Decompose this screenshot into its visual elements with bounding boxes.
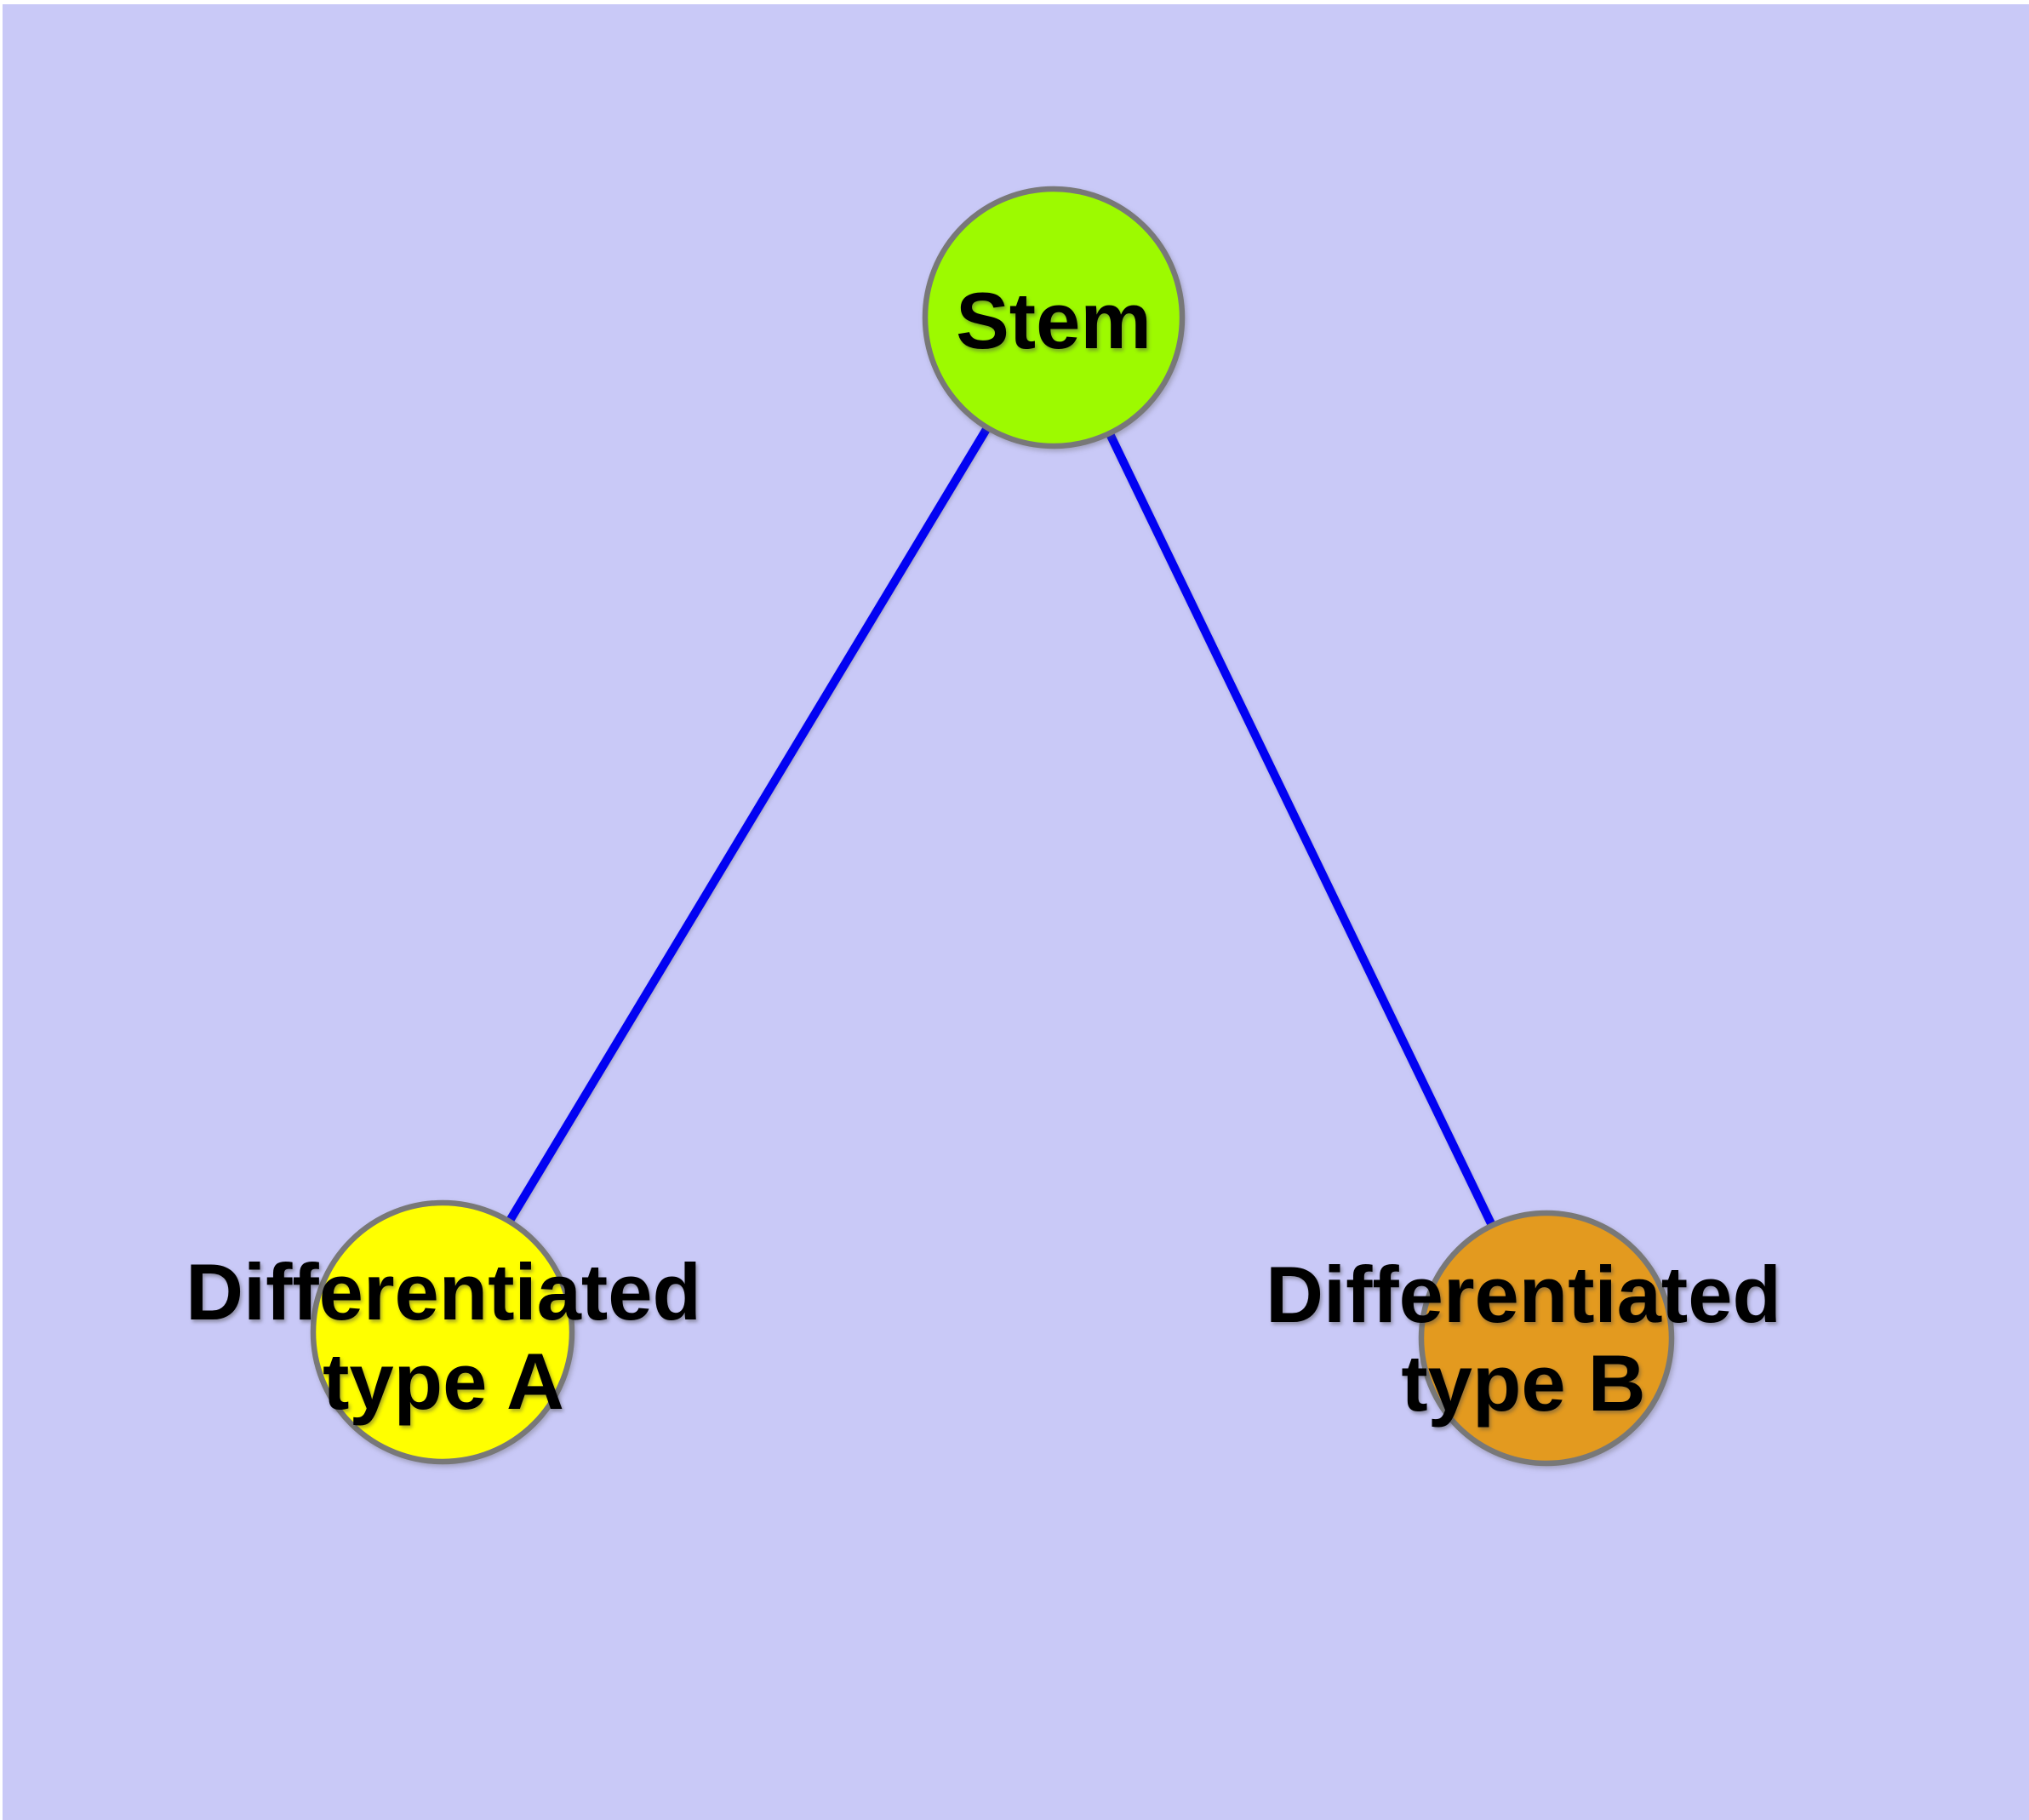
edges-layer: [438, 315, 1551, 1341]
label-type-b-line-2: type B: [1401, 1338, 1645, 1428]
label-type-a-line-1: Differentiated: [186, 1247, 701, 1336]
label-stem-line-1: Stem: [956, 276, 1152, 365]
node-stem: [922, 186, 1186, 449]
label-stem: Stem: [956, 276, 1152, 365]
label-type-b-line-1: Differentiated: [1266, 1250, 1781, 1339]
label-type-a-line-2: type A: [323, 1336, 564, 1426]
edge-stem-type-b: [1049, 315, 1551, 1341]
node-type-a: [310, 1199, 575, 1465]
edge-stem-type-a: [438, 315, 1058, 1335]
node-type-b: [1418, 1210, 1675, 1467]
nodes-layer: [310, 186, 1675, 1467]
